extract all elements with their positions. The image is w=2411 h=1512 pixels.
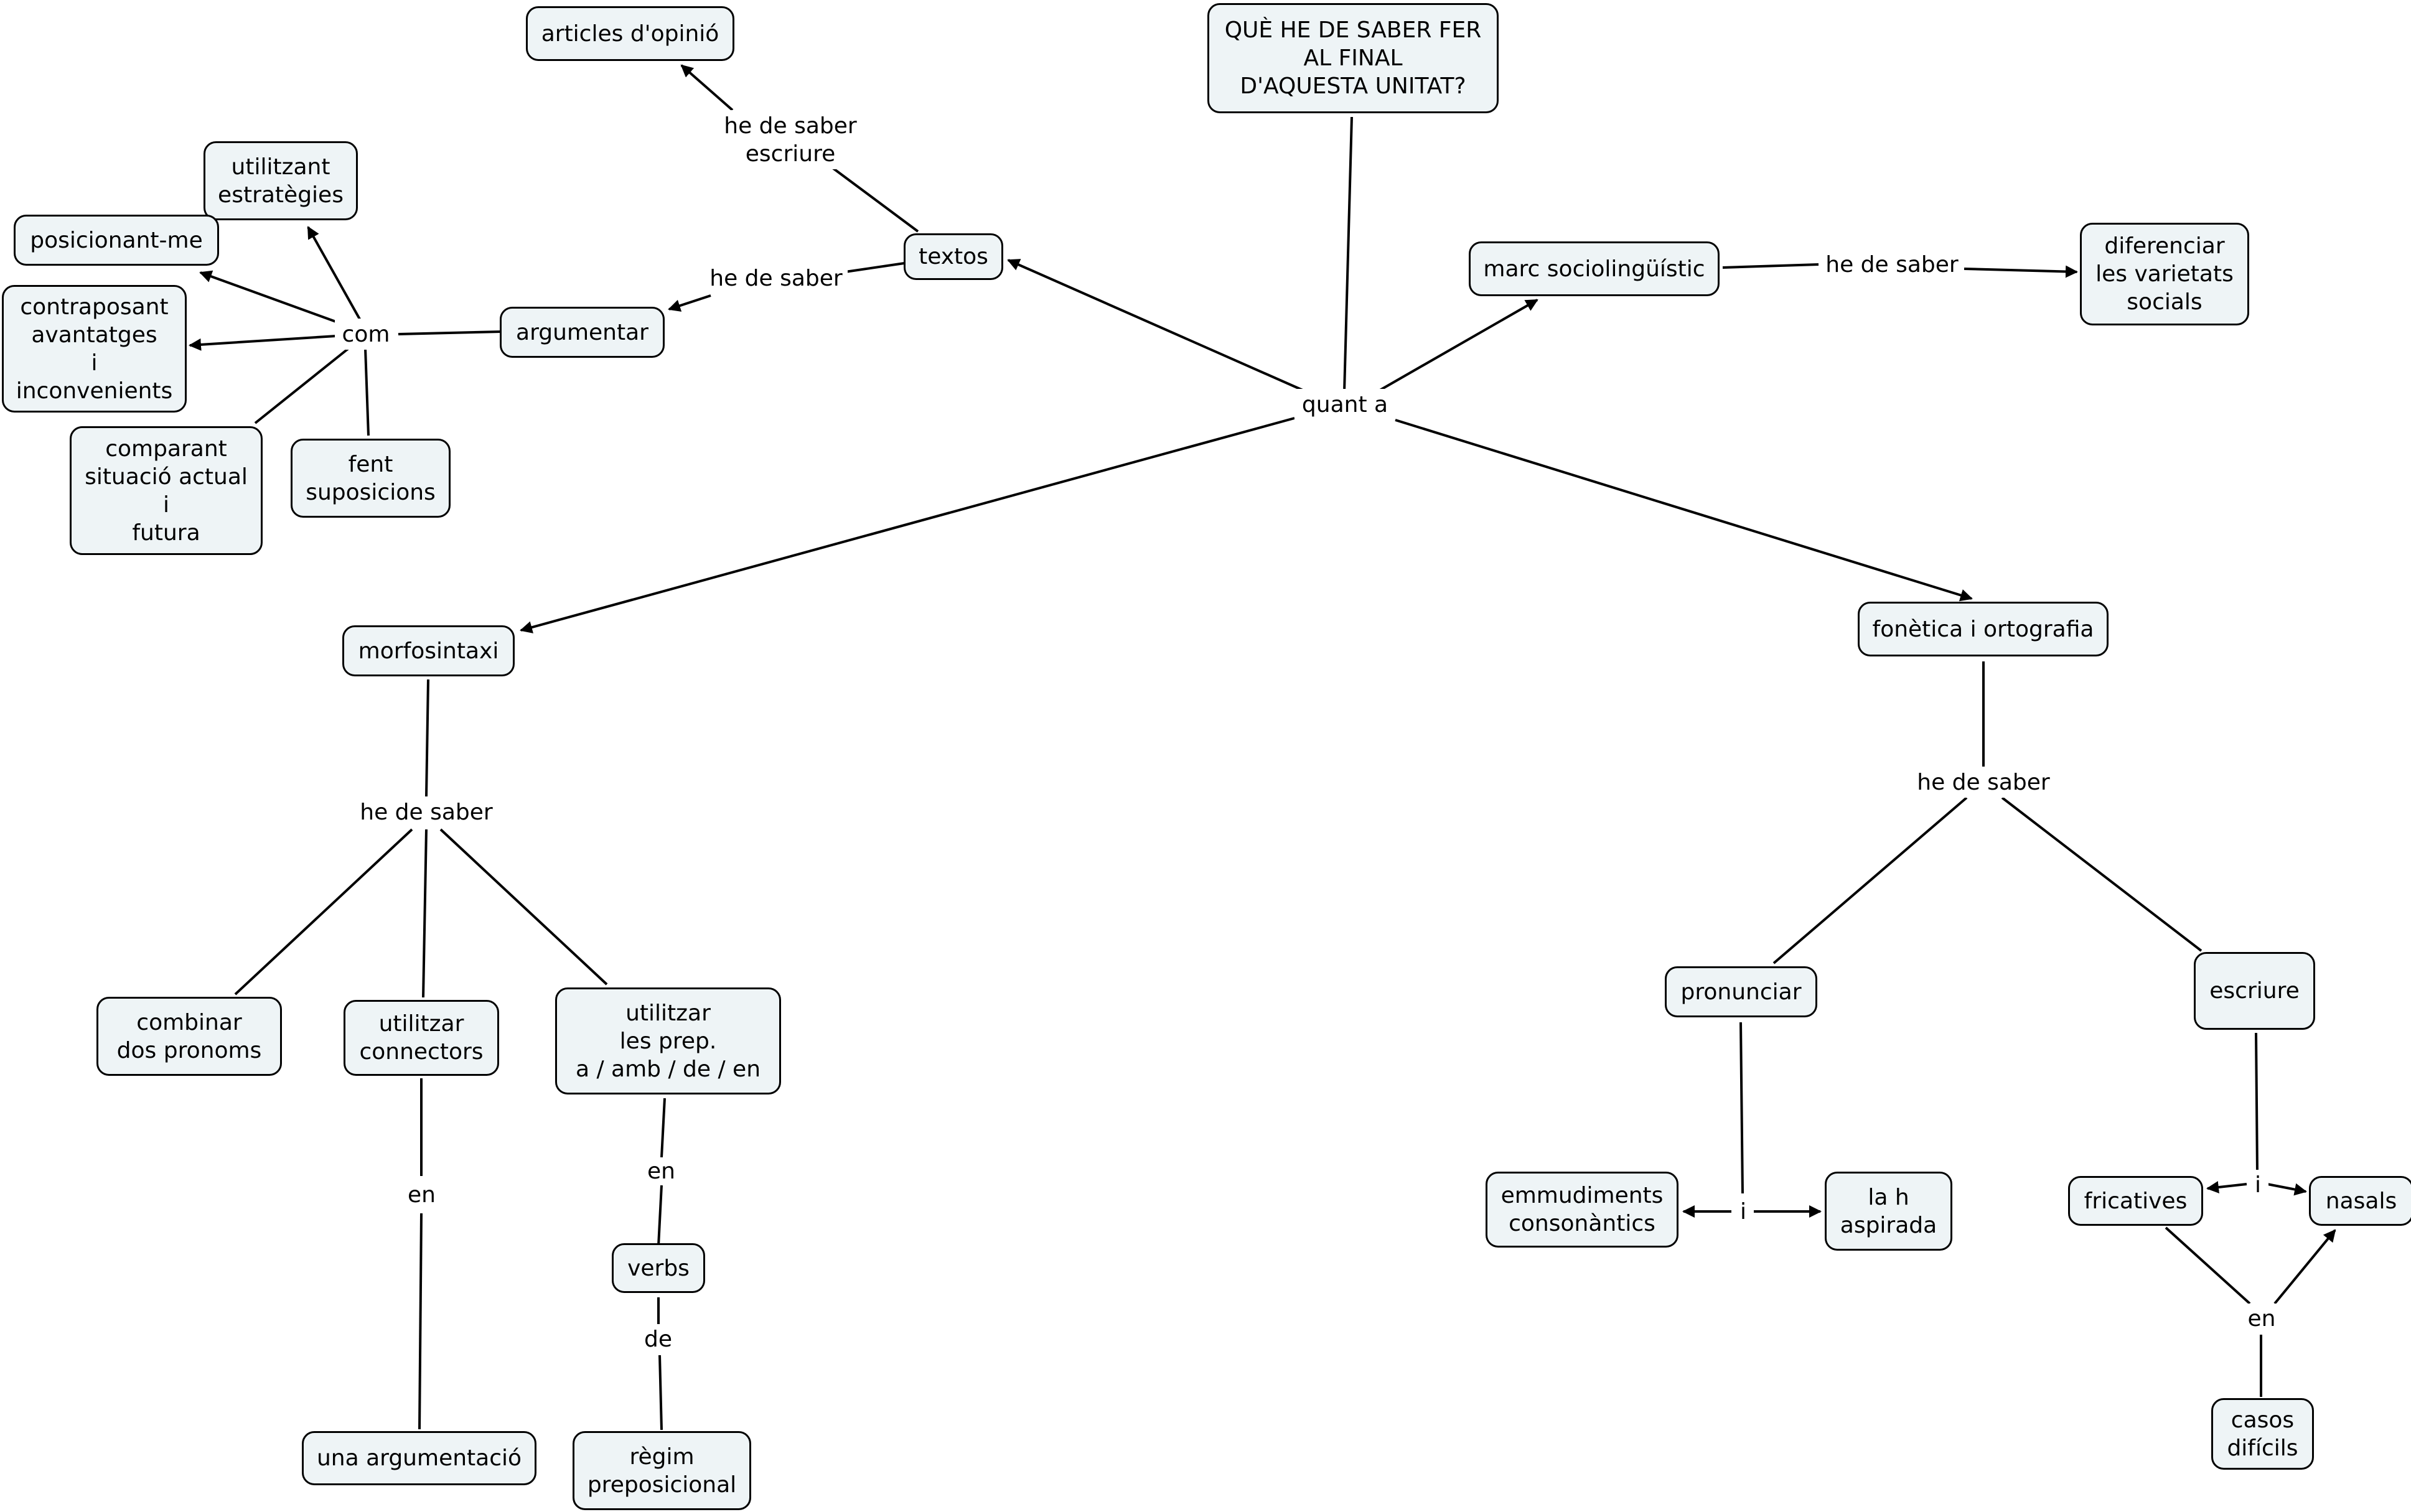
edge-en-nasals xyxy=(2273,1229,2336,1305)
node-argumentacio[interactable]: una argumentació xyxy=(302,1431,536,1485)
node-prep[interactable]: utilitzar les prep. a / amb / de / en xyxy=(555,987,781,1094)
node-comparant[interactable]: comparant situació actual i futura xyxy=(70,426,263,555)
edge-en-argumentacio xyxy=(418,1213,423,1430)
node-contraposant[interactable]: contraposant avantatges i inconvenients xyxy=(2,285,187,413)
label-he-de-saber-marc: he de saber xyxy=(1820,249,1964,280)
edge-quant-morfo xyxy=(520,417,1295,633)
edge-morfo-hds xyxy=(425,679,429,797)
edge-textos-hds xyxy=(845,262,905,273)
edge-hds-connectors xyxy=(422,829,428,998)
node-morfosintaxi[interactable]: morfosintaxi xyxy=(342,625,515,676)
edge-escriure-articles xyxy=(680,64,734,111)
label-he-de-saber-escriure: he de saber escriure xyxy=(719,110,862,169)
node-estrategies[interactable]: utilitzant estratègies xyxy=(204,141,358,220)
edge-textos-escriure xyxy=(831,167,919,233)
node-combinar[interactable]: combinar dos pronoms xyxy=(96,997,282,1076)
edge-quant-fonetica xyxy=(1395,419,1973,602)
edge-quant-textos xyxy=(1007,259,1308,393)
label-de-verbs: de xyxy=(638,1324,678,1354)
label-quant-a: quant a xyxy=(1294,389,1395,420)
node-posicionant[interactable]: posicionant-me xyxy=(14,215,219,266)
edge-com-posicionant xyxy=(199,270,342,325)
node-marc[interactable]: marc sociolingüístic xyxy=(1469,241,1720,296)
label-he-de-saber-fonetica: he de saber xyxy=(1912,767,2055,798)
label-en-connectors: en xyxy=(401,1179,442,1210)
edge-i-nasals xyxy=(2267,1183,2307,1196)
edge-com-comparant xyxy=(254,347,350,424)
edge-argumentar-com xyxy=(398,330,502,335)
node-fonetica[interactable]: fonètica i ortografia xyxy=(1858,602,2109,656)
node-connectors[interactable]: utilitzar connectors xyxy=(344,1000,499,1076)
node-regim[interactable]: règim preposicional xyxy=(573,1431,751,1510)
edge-hds-escriure xyxy=(2001,796,2203,952)
node-emmudiments[interactable]: emmudiments consonàntics xyxy=(1486,1172,1678,1248)
node-argumentar[interactable]: argumentar xyxy=(500,307,665,358)
node-escriure[interactable]: escriure xyxy=(2194,952,2315,1030)
node-fricatives[interactable]: fricatives xyxy=(2068,1176,2203,1226)
node-verbs[interactable]: verbs xyxy=(612,1243,705,1293)
edge-hds-argumentar xyxy=(668,294,711,312)
node-root[interactable]: QUÈ HE DE SABER FER AL FINAL D'AQUESTA U… xyxy=(1207,3,1499,113)
edge-prep-en xyxy=(660,1098,666,1158)
label-i-escriure: i xyxy=(2247,1170,2268,1200)
label-he-de-saber-morfo: he de saber xyxy=(355,796,498,828)
label-i-pronunciar: i xyxy=(1733,1196,1754,1227)
edge-hds-diferenciar xyxy=(1964,265,2078,278)
edge-de-regim xyxy=(658,1355,663,1430)
edge-com-estrategies xyxy=(307,226,363,324)
label-en-prep: en xyxy=(641,1157,681,1185)
node-diferenciar[interactable]: diferenciar les varietats socials xyxy=(2080,223,2249,325)
edge-i-fricatives xyxy=(2206,1181,2247,1193)
edge-hds-combinar xyxy=(234,828,413,996)
edge-en-verbs xyxy=(657,1185,663,1246)
node-suposicions[interactable]: fent suposicions xyxy=(291,439,451,518)
label-en-casos: en xyxy=(2240,1304,2283,1333)
edge-en-fricatives xyxy=(2165,1226,2251,1305)
node-casos[interactable]: casos difícils xyxy=(2211,1398,2314,1470)
edge-com-contraposant xyxy=(189,335,337,351)
edge-root-quant xyxy=(1343,116,1353,393)
edge-hds-prep xyxy=(439,828,608,986)
label-com: com xyxy=(335,319,397,350)
edge-escriure-i xyxy=(2255,1032,2259,1174)
edge-quant-marc xyxy=(1376,299,1538,393)
edge-pronunciar-i xyxy=(1739,1022,1744,1194)
node-nasals[interactable]: nasals xyxy=(2309,1176,2411,1226)
label-he-de-saber-textos: he de saber xyxy=(705,263,848,294)
edge-com-suposicions xyxy=(364,348,370,436)
node-h[interactable]: la h aspirada xyxy=(1825,1172,1952,1251)
edge-hds-pronunciar xyxy=(1772,796,1968,964)
node-articles[interactable]: articles d'opinió xyxy=(526,6,734,61)
node-pronunciar[interactable]: pronunciar xyxy=(1665,966,1817,1017)
edge-marc-hds xyxy=(1722,263,1819,269)
node-textos[interactable]: textos xyxy=(904,233,1003,280)
